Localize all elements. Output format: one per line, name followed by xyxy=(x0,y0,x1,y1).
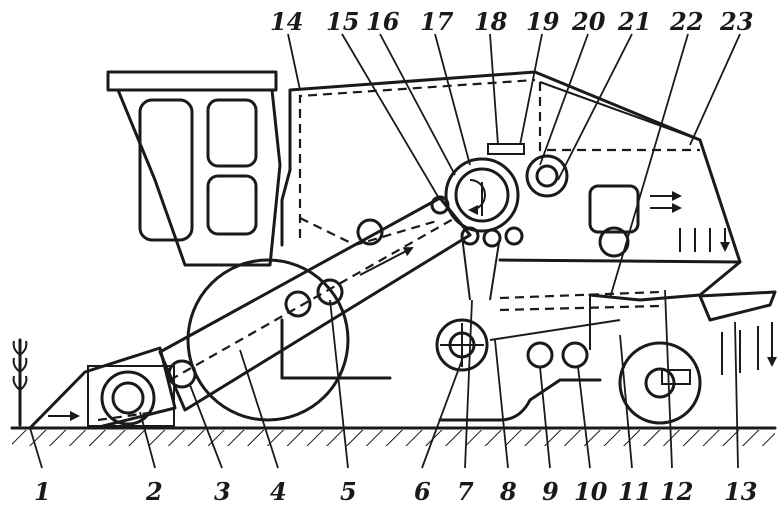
beater xyxy=(487,143,640,258)
rear-wheel xyxy=(618,341,702,425)
label-18: 18 xyxy=(474,7,508,36)
label-9: 9 xyxy=(542,477,559,506)
label-5: 5 xyxy=(340,477,357,506)
label-10: 10 xyxy=(574,477,608,506)
label-12: 12 xyxy=(660,477,693,506)
label-14: 14 xyxy=(270,7,303,36)
ground xyxy=(10,426,777,446)
grain-bin xyxy=(538,81,701,152)
label-19: 19 xyxy=(526,7,560,36)
cleaning-fan xyxy=(435,318,489,372)
label-16: 16 xyxy=(366,7,400,36)
chaff-spreader xyxy=(698,290,775,375)
label-22: 22 xyxy=(669,7,703,36)
front-wheel xyxy=(186,258,350,422)
header xyxy=(28,346,177,430)
label-1: 1 xyxy=(34,477,51,506)
augers xyxy=(526,341,589,369)
label-15: 15 xyxy=(326,7,359,36)
label-7: 7 xyxy=(457,477,474,506)
top-labels: 14 15 16 17 18 19 20 21 22 23 xyxy=(270,7,753,36)
crop-stalks xyxy=(12,338,28,427)
straw-walkers xyxy=(489,191,742,341)
label-4: 4 xyxy=(270,477,287,506)
label-20: 20 xyxy=(571,7,606,36)
label-21: 21 xyxy=(617,7,651,36)
threshing-drum xyxy=(444,157,524,301)
bottom-labels: 1 2 3 4 5 6 7 8 9 10 11 12 13 xyxy=(34,477,757,506)
label-23: 23 xyxy=(719,7,753,36)
label-11: 11 xyxy=(618,477,651,506)
label-2: 2 xyxy=(145,477,163,506)
label-3: 3 xyxy=(214,477,231,506)
leader-lines xyxy=(29,33,741,469)
label-17: 17 xyxy=(420,7,454,36)
cabin xyxy=(106,70,282,267)
label-13: 13 xyxy=(724,477,757,506)
label-8: 8 xyxy=(499,477,517,506)
label-6: 6 xyxy=(414,477,431,506)
combine-body xyxy=(280,70,742,422)
